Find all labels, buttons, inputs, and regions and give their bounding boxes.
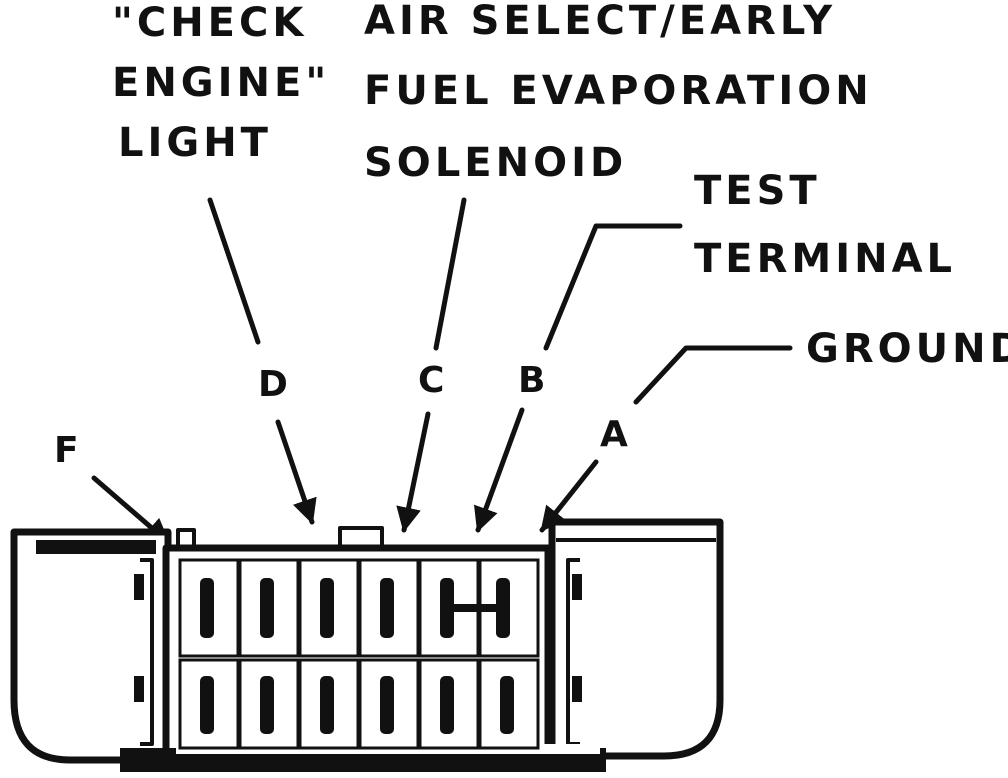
pin-a-label: A: [600, 414, 628, 455]
pin-d-label: D: [258, 364, 288, 405]
air-select-line-1: AIR SELECT/EARLY: [364, 0, 836, 44]
terminal-slot: [320, 676, 334, 734]
connector-left-wing: [10, 528, 172, 764]
solenoid-leader-line: [433, 197, 467, 351]
left-latch-lower: [134, 676, 144, 702]
terminal-slot: [440, 578, 454, 638]
terminal-slot: [260, 578, 274, 638]
terminal-slot: [500, 676, 514, 734]
ground-leader-line: [633, 345, 793, 405]
terminal-slot: [380, 676, 394, 734]
terminal-slot: [260, 676, 274, 734]
ground-label: GROUND: [806, 326, 1008, 372]
terminal-slot: [496, 578, 510, 638]
air-select-solenoid-label: AIR SELECT/EARLY FUEL EVAPORATION SOLENO…: [364, 0, 873, 186]
test-terminal-line-1: TEST: [694, 168, 821, 214]
pin-c-label: C: [418, 360, 444, 401]
test-terminal-line-2: TERMINAL: [694, 236, 956, 282]
check-engine-line-2: ENGINE": [112, 60, 330, 106]
right-latch-lower: [572, 676, 582, 702]
check-engine-light-label: "CHECK ENGINE" LIGHT: [112, 0, 330, 166]
pin-b-arrow: [474, 407, 525, 533]
check-engine-leader-line: [207, 197, 261, 345]
air-select-line-3: SOLENOID: [364, 140, 627, 186]
right-latch-upper: [572, 574, 582, 600]
lower-terminal-slots: [200, 676, 514, 734]
pin-c-arrow: [396, 411, 431, 533]
pin-b-label: B: [518, 360, 545, 401]
pin-d-arrow: [275, 419, 317, 525]
terminal-slot: [440, 676, 454, 734]
left-latch-upper: [134, 574, 144, 600]
connector-housing: [10, 518, 724, 772]
upper-terminal-slots: [200, 578, 510, 638]
terminal-slot: [380, 578, 394, 638]
left-wing-rib: [140, 558, 154, 746]
test-terminal-leader-line: [543, 223, 683, 351]
terminal-slot: [320, 578, 334, 638]
terminal-jumper: [452, 604, 496, 612]
left-wing-top-edge: [36, 540, 156, 554]
test-terminal-label: TEST TERMINAL: [694, 168, 956, 282]
pin-f-label: F: [54, 430, 79, 471]
check-engine-line-1: "CHECK: [112, 0, 307, 46]
terminal-slot: [200, 676, 214, 734]
terminal-slot: [200, 578, 214, 638]
air-select-line-2: FUEL EVAPORATION: [364, 68, 873, 114]
check-engine-line-3: LIGHT: [118, 120, 272, 166]
connector-right-wing: [548, 518, 724, 760]
